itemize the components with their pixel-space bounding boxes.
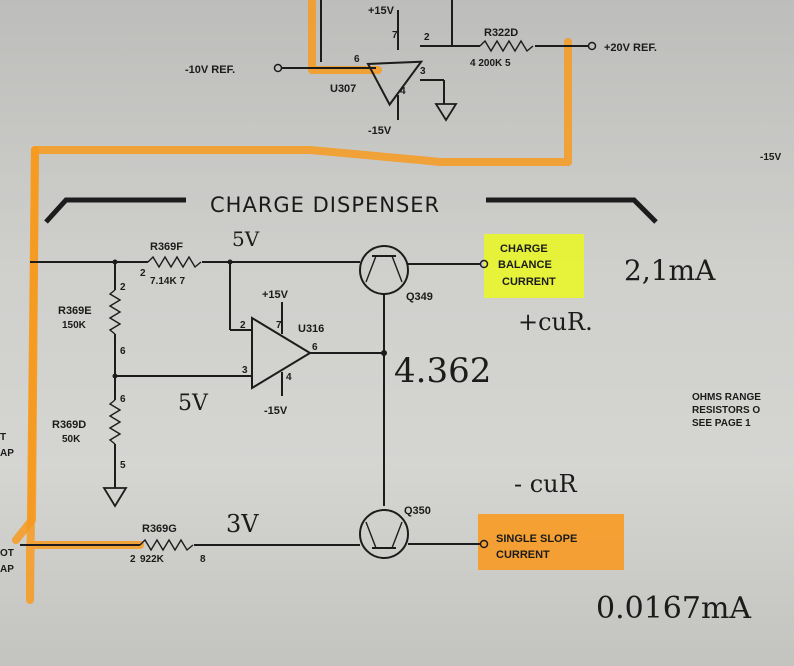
transistor-q350 — [359, 509, 409, 559]
header-bar-left — [44, 197, 186, 224]
ground-symbol-left — [102, 487, 128, 508]
label-u316-pin3: 3 — [242, 365, 248, 376]
node-charge-balance — [479, 259, 489, 269]
label-r369f-pins: 2 — [140, 268, 146, 279]
label-u307: U307 — [330, 83, 356, 95]
label-side-line2: RESISTORS O — [692, 405, 760, 416]
label-r369e-pin-top: 2 — [120, 282, 126, 293]
resistor-r369e — [108, 289, 122, 335]
label-u316-minus15v: -15V — [264, 405, 288, 417]
q350-collector — [391, 521, 403, 549]
node-single-slope — [479, 539, 489, 549]
resistor-r369d — [108, 399, 122, 445]
label-u316-pin6: 6 — [312, 342, 318, 353]
label-minus-10v-ref: -10V REF. — [185, 64, 235, 76]
label-u307-pin7: 7 — [392, 30, 398, 41]
ground-symbol-top — [434, 103, 458, 122]
note-5v-mid: 5V — [178, 391, 209, 416]
note-current-bottom: 0.0167mA — [596, 591, 751, 626]
opamp-u307 — [366, 60, 424, 107]
label-u307-pin4: 4 — [400, 86, 406, 97]
label-side-line3: SEE PAGE 1 — [692, 418, 751, 429]
label-side-line1: OHMS RANGE — [692, 392, 761, 403]
section-title: CHARGE DISPENSER — [210, 193, 440, 217]
label-u316-pin7: 7 — [276, 320, 282, 331]
q349-emitter — [365, 255, 377, 283]
label-u307-pin2: 2 — [424, 32, 430, 43]
label-u316-plus15v: +15V — [262, 289, 289, 301]
label-r369e: R369E — [58, 305, 92, 317]
label-charge-balance-line3: CURRENT — [502, 276, 556, 288]
resistor-r322d — [479, 39, 534, 53]
note-plus-cur: +cuR. — [518, 308, 593, 336]
note-minus-cur: - cuR — [514, 470, 578, 498]
highlight-yellow-box — [484, 234, 584, 298]
junction-r369f — [227, 259, 233, 265]
label-left-edge-4: AP — [0, 564, 14, 575]
highlight-orange-box — [478, 514, 624, 570]
label-r369e-value: 150K — [62, 320, 87, 331]
note-voltage-reading: 4.362 — [394, 351, 491, 391]
label-r369g: R369G — [142, 523, 177, 535]
label-r369d-value: 50K — [62, 434, 81, 445]
resistor-r369g — [139, 538, 194, 552]
label-u307-pin3: 3 — [420, 66, 426, 77]
label-r369d-pin-top: 6 — [120, 394, 126, 405]
header-bar-right — [486, 197, 658, 224]
label-u316-pin4: 4 — [286, 372, 292, 383]
label-u316: U316 — [298, 323, 324, 335]
label-left-edge-1: T — [0, 432, 6, 443]
q349-collector — [391, 255, 403, 283]
label-r369g-pin-right: 8 — [200, 554, 206, 565]
note-current-top: 2,1mA — [624, 254, 716, 287]
label-u307-plus15v: +15V — [368, 5, 395, 17]
label-u307-pin6: 6 — [354, 54, 360, 65]
label-r369f: R369F — [150, 241, 183, 253]
highlight-left-trace — [12, 146, 39, 544]
label-charge-balance-line1: CHARGE — [500, 243, 548, 255]
label-r369g-value: 922K — [140, 554, 165, 565]
label-r369g-pin-left: 2 — [130, 554, 136, 565]
label-r322d-value: 4 200K 5 — [470, 58, 511, 69]
label-r369d-pin-bottom: 5 — [120, 460, 126, 471]
label-charge-balance-line2: BALANCE — [498, 259, 552, 271]
opamp-u316 — [251, 316, 312, 390]
label-left-edge-2: AP — [0, 448, 14, 459]
label-single-slope-line2: CURRENT — [496, 549, 550, 561]
label-u316-pin2: 2 — [240, 320, 246, 331]
label-r369d: R369D — [52, 419, 86, 431]
label-r369f-value: 7.14K 7 — [150, 276, 185, 287]
label-q350: Q350 — [404, 505, 431, 517]
label-u307-minus15v: -15V — [368, 125, 392, 137]
note-5v-top: 5V — [232, 227, 260, 251]
label-r322d: R322D — [484, 27, 518, 39]
label-single-slope-line1: SINGLE SLOPE — [496, 533, 577, 545]
label-q349: Q349 — [406, 291, 433, 303]
node-minus-10v-ref — [273, 63, 283, 73]
label-plus-20v-ref: +20V REF. — [604, 42, 657, 54]
note-3v-bottom: 3V — [226, 510, 259, 538]
resistor-r369f — [147, 255, 202, 269]
junction-u316-pin3 — [112, 373, 118, 379]
label-minus-15v-edge: -15V — [760, 152, 781, 163]
node-plus-20v-ref — [587, 41, 597, 51]
q350-emitter — [365, 521, 377, 549]
label-left-edge-3: OT — [0, 548, 14, 559]
transistor-q349 — [359, 245, 409, 295]
highlight-top-trace — [26, 0, 572, 604]
label-r369e-pin-bottom: 6 — [120, 346, 126, 357]
junction-r369e — [112, 259, 118, 265]
